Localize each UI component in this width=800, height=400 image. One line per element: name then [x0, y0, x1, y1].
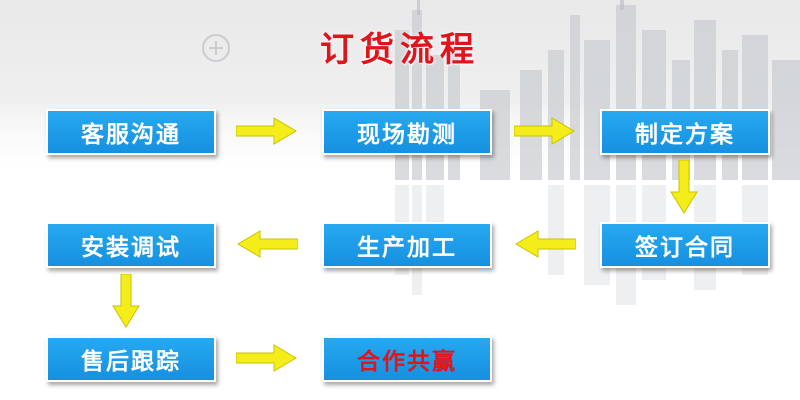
step-installation: 安装调试	[46, 222, 216, 268]
step-win-win: 合作共赢	[322, 336, 492, 382]
step-label: 客服沟通	[81, 122, 181, 148]
arrow-right-icon	[236, 344, 297, 372]
step-site-survey: 现场勘测	[322, 109, 492, 155]
arrow-left-icon	[515, 230, 576, 258]
step-production: 生产加工	[322, 222, 492, 268]
step-after-sales: 售后跟踪	[46, 336, 216, 382]
step-customer-service: 客服沟通	[46, 109, 216, 155]
arrow-right-icon	[236, 117, 297, 145]
arrow-down-icon	[112, 274, 140, 328]
step-label: 生产加工	[357, 235, 457, 261]
step-label: 合作共赢	[357, 349, 457, 375]
step-make-plan: 制定方案	[600, 109, 770, 155]
step-label: 安装调试	[81, 235, 181, 261]
arrow-left-icon	[237, 230, 298, 258]
arrow-right-icon	[514, 117, 575, 145]
page-title: 订货流程	[320, 30, 480, 70]
step-label: 现场勘测	[357, 122, 457, 148]
step-sign-contract: 签订合同	[600, 222, 770, 268]
step-label: 制定方案	[635, 122, 735, 148]
arrow-down-icon	[670, 160, 698, 214]
step-label: 售后跟踪	[81, 349, 181, 375]
step-label: 签订合同	[635, 235, 735, 261]
